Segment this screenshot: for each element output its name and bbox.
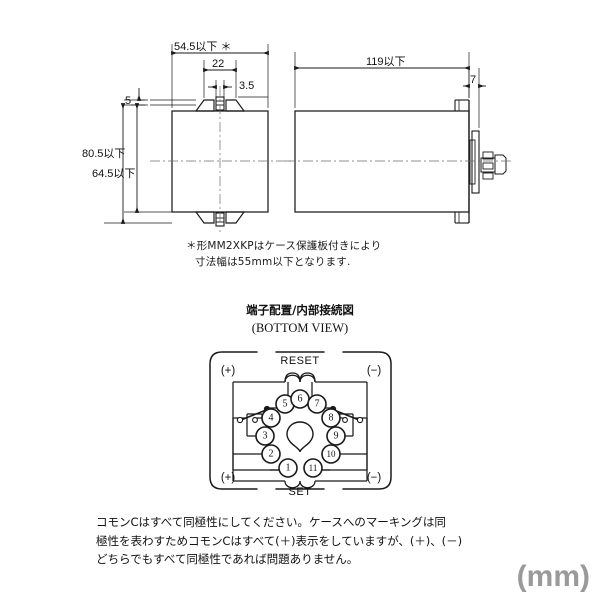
front-view-dimension-arrows [120, 50, 269, 224]
footer-note-line-3: どちらでもすべて同極性であれば問題ありません。 [96, 552, 359, 567]
reset-coil-label: RESET [280, 355, 320, 367]
note-line-1: ＊形MM2XKPはケース保護板付きにより [186, 240, 382, 252]
side-view-dimension-arrows [294, 65, 486, 89]
footer-note: コモンCはすべて同極性にしてください。ケースへのマーキングは同 極性を表わすため… [96, 513, 516, 569]
footer-note-line-2: 極性を表わすためコモンCはすべて(＋)表示をしていますが、(＋)、(－) [96, 533, 462, 548]
pin-number: 10 [326, 449, 336, 459]
terminal-section-title-jp: 端子配置/内部接続図 [246, 303, 354, 317]
pin-number: 8 [328, 412, 334, 424]
pin-number: 6 [297, 393, 303, 405]
terminal-section-title-en: (BOTTOM VIEW) [251, 321, 349, 335]
dim-height-overall: 80.5以下 [82, 148, 126, 160]
polarity-bottom-right-minus: (−) [366, 472, 382, 484]
footer-note-line-1: コモンCはすべて同極性にしてください。ケースへのマーキングは同 [96, 515, 446, 529]
side-view-geometry [294, 99, 507, 224]
pin-number: 11 [308, 463, 318, 473]
note-line-2: 寸法幅は55mm以下となります. [195, 256, 351, 268]
front-view-extension-lines [104, 44, 269, 224]
side-view-extension-lines [294, 52, 480, 128]
pin-number: 5 [282, 398, 288, 410]
pin-number: 3 [262, 430, 268, 442]
pin-number: 4 [268, 412, 274, 424]
units-watermark: (mm) [516, 560, 590, 593]
dim-depth-boss: 3.5 [239, 80, 255, 92]
pin-number: 7 [314, 398, 320, 410]
terminal-diagram-geometry [209, 351, 392, 490]
polarity-top-right-minus: (−) [366, 365, 382, 377]
dim-height-body: 64.5以下 [92, 168, 136, 180]
dim-width-overall: 54.5以下 ＊ [174, 41, 232, 53]
front-view-centerlines [150, 86, 292, 232]
front-view-geometry [150, 96, 269, 227]
polarity-bottom-left-plus: (+) [220, 472, 236, 484]
dim-height-boss: 5 [125, 95, 132, 107]
polarity-top-left-plus: (+) [220, 365, 236, 377]
pin-number: 2 [268, 448, 274, 460]
dim-width-inner: 22 [212, 58, 225, 70]
set-coil-label: SET [288, 486, 312, 498]
pin-number: 9 [333, 430, 339, 442]
terminal-pin-circles [255, 389, 346, 478]
dim-terminal-depth: 7 [470, 74, 477, 86]
pin-number: 1 [285, 462, 291, 474]
dim-length-overall: 119以下 [366, 56, 406, 68]
